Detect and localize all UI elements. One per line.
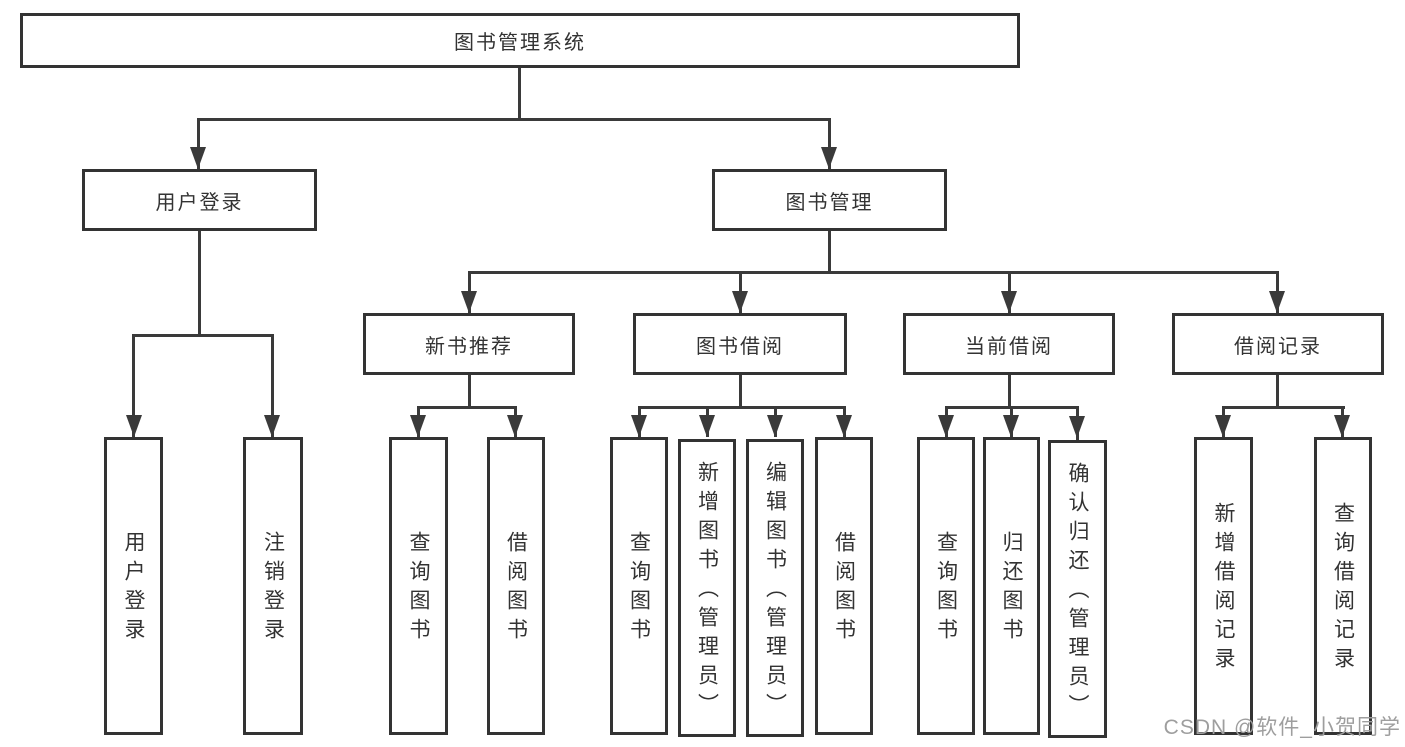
arrowhead-down-icon: [1069, 416, 1085, 438]
connector-line: [417, 406, 517, 409]
connector-line: [132, 334, 274, 337]
leaf-nb-borrow-books: 借阅图书: [487, 437, 545, 735]
arrowhead-down-icon: [461, 291, 477, 313]
node-root: 图书管理系统: [20, 13, 1020, 68]
arrowhead-down-icon: [507, 415, 523, 437]
leaf-bb-query-books: 查询图书: [610, 437, 668, 735]
arrowhead-down-icon: [699, 415, 715, 437]
connector-line: [197, 118, 831, 121]
connector-line: [197, 118, 200, 169]
connector-line: [198, 231, 201, 336]
leaf-cb-confirm-return: 确认归还（管理员）: [1048, 440, 1107, 738]
connector-line: [132, 334, 135, 437]
connector-line: [271, 334, 274, 437]
connector-line: [828, 118, 831, 169]
leaf-bb-edit-books: 编辑图书（管理员）: [746, 439, 804, 737]
leaf-nb-query-books: 查询图书: [389, 437, 448, 735]
node-book-borrow: 图书借阅: [633, 313, 847, 375]
leaf-cb-return-books: 归还图书: [983, 437, 1040, 735]
arrowhead-down-icon: [126, 415, 142, 437]
arrowhead-down-icon: [1001, 291, 1017, 313]
leaf-br-query-record: 查询借阅记录: [1314, 437, 1372, 735]
connector-line: [468, 271, 1279, 274]
arrowhead-down-icon: [732, 291, 748, 313]
connector-line: [1008, 375, 1011, 408]
leaf-bb-add-books: 新增图书（管理员）: [678, 439, 736, 737]
connector-line: [518, 68, 521, 120]
arrowhead-down-icon: [938, 415, 954, 437]
connector-line: [828, 231, 831, 273]
csdn-watermark: CSDN @软件_小贺同学: [1163, 716, 1401, 739]
leaf-br-add-record: 新增借阅记录: [1194, 437, 1253, 735]
node-book-management: 图书管理: [712, 169, 947, 231]
node-borrow-records: 借阅记录: [1172, 313, 1384, 375]
leaf-logout: 注销登录: [243, 437, 303, 735]
leaf-bb-borrow-books: 借阅图书: [815, 437, 873, 735]
node-current-borrow: 当前借阅: [903, 313, 1115, 375]
arrowhead-down-icon: [1215, 415, 1231, 437]
leaf-user-login: 用户登录: [104, 437, 163, 735]
connector-line: [1276, 375, 1279, 408]
arrowhead-down-icon: [410, 415, 426, 437]
arrowhead-down-icon: [1269, 291, 1285, 313]
arrowhead-down-icon: [190, 147, 206, 169]
arrowhead-down-icon: [631, 415, 647, 437]
arrowhead-down-icon: [1334, 415, 1350, 437]
arrowhead-down-icon: [821, 147, 837, 169]
node-user-login: 用户登录: [82, 169, 317, 231]
connector-line: [1222, 406, 1345, 409]
connector-line: [468, 375, 471, 408]
arrowhead-down-icon: [264, 415, 280, 437]
arrowhead-down-icon: [767, 415, 783, 437]
node-new-book-recommend: 新书推荐: [363, 313, 575, 375]
leaf-cb-query-books: 查询图书: [917, 437, 975, 735]
arrowhead-down-icon: [836, 415, 852, 437]
connector-line: [638, 406, 846, 409]
arrowhead-down-icon: [1003, 415, 1019, 437]
connector-line: [739, 375, 742, 408]
